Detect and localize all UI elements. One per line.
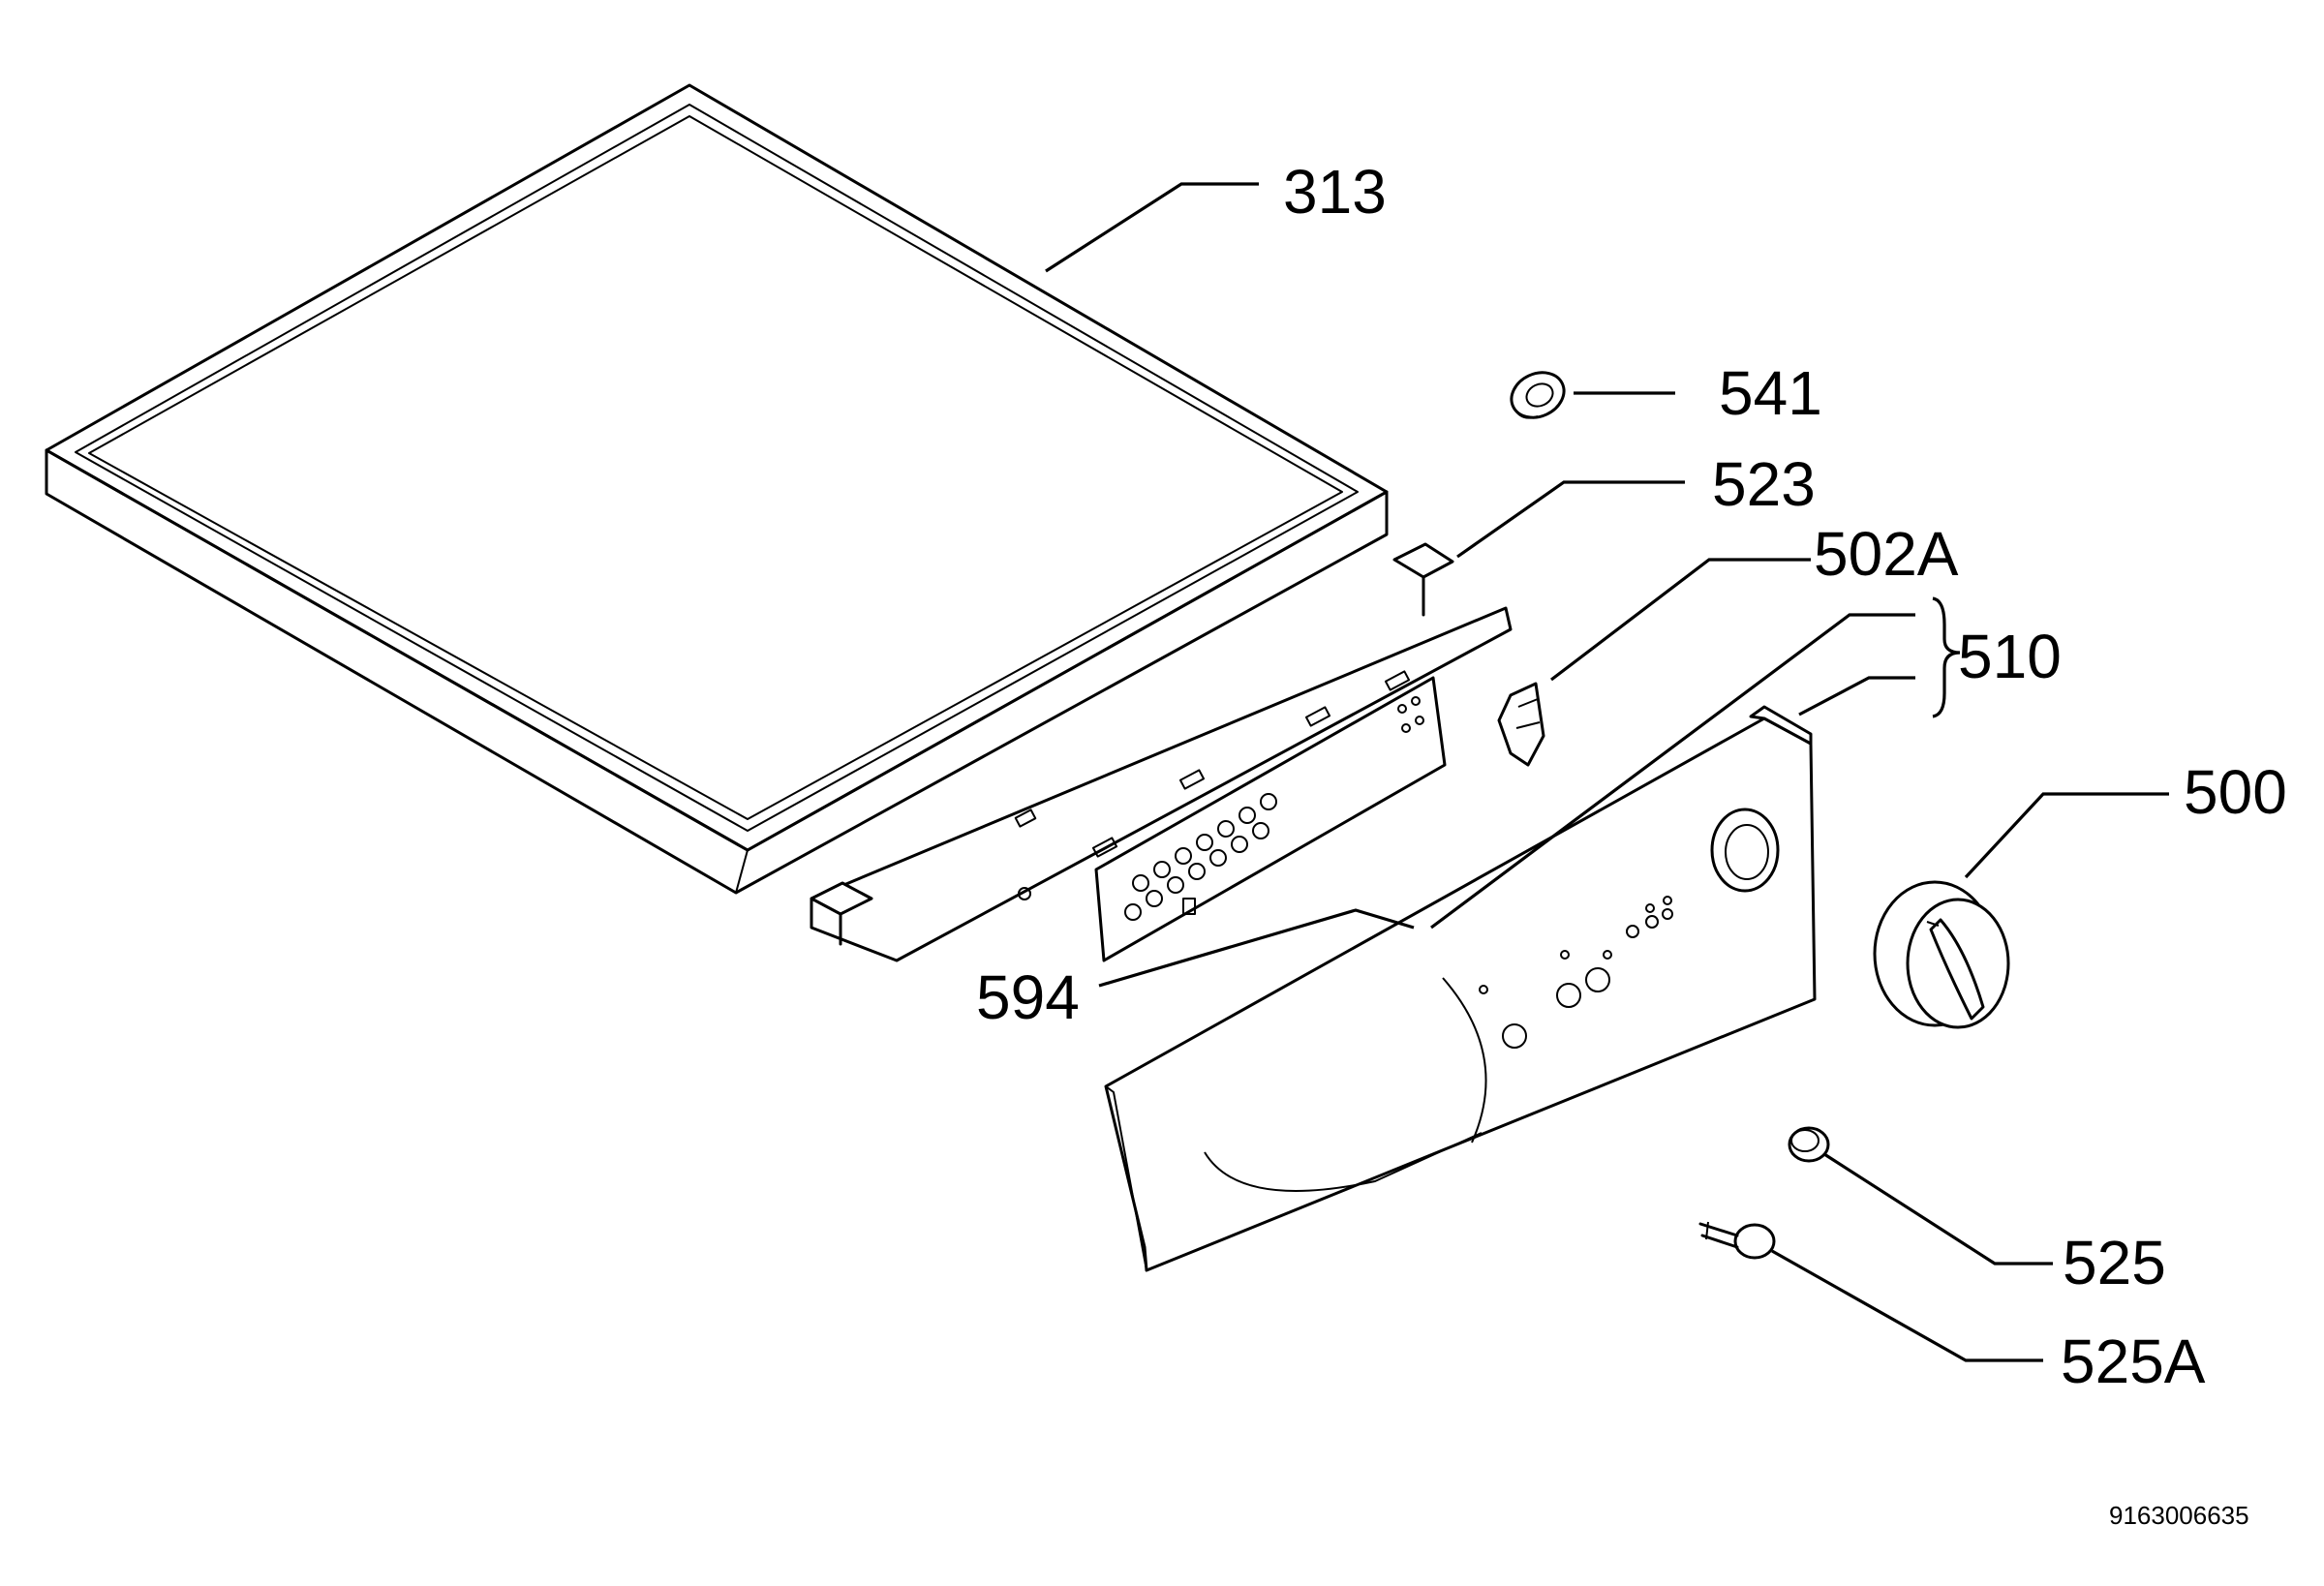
leader-lines <box>1045 182 2169 1362</box>
label-525A: 525A <box>2061 1327 2206 1396</box>
leader-525A <box>1771 1249 2043 1362</box>
label-500: 500 <box>2184 757 2287 827</box>
leader-510-upper <box>1430 613 1915 930</box>
part-500-knob <box>1873 880 2010 1029</box>
part-labels: 313 541 523 502A 510 500 594 525 525A 91… <box>976 157 2287 1530</box>
part-525-cap <box>1788 1126 1830 1163</box>
label-502A: 502A <box>1814 519 1959 589</box>
leader-502A <box>1550 558 1811 682</box>
part-313-top-lid <box>45 83 1389 895</box>
label-510: 510 <box>1958 622 2062 691</box>
label-525: 525 <box>2063 1228 2166 1297</box>
part-510-front-panel <box>1104 705 1817 1272</box>
leader-594 <box>1098 908 1415 988</box>
leader-500 <box>1964 792 2169 879</box>
label-313: 313 <box>1283 157 1387 227</box>
part-502A-clip <box>1497 682 1545 767</box>
leader-510-lower <box>1798 676 1915 717</box>
leader-313 <box>1045 182 1259 273</box>
part-541-ring <box>1510 371 1566 419</box>
leader-525 <box>1823 1152 2053 1266</box>
label-541: 541 <box>1719 358 1822 428</box>
label-594: 594 <box>976 962 1080 1032</box>
drawing-code: 9163006635 <box>2109 1501 2249 1530</box>
brace-510 <box>1932 596 1961 718</box>
label-523: 523 <box>1712 449 1816 519</box>
part-523-bracket <box>810 542 1513 962</box>
leader-523 <box>1456 480 1685 559</box>
part-525A-button <box>1698 1221 1776 1260</box>
